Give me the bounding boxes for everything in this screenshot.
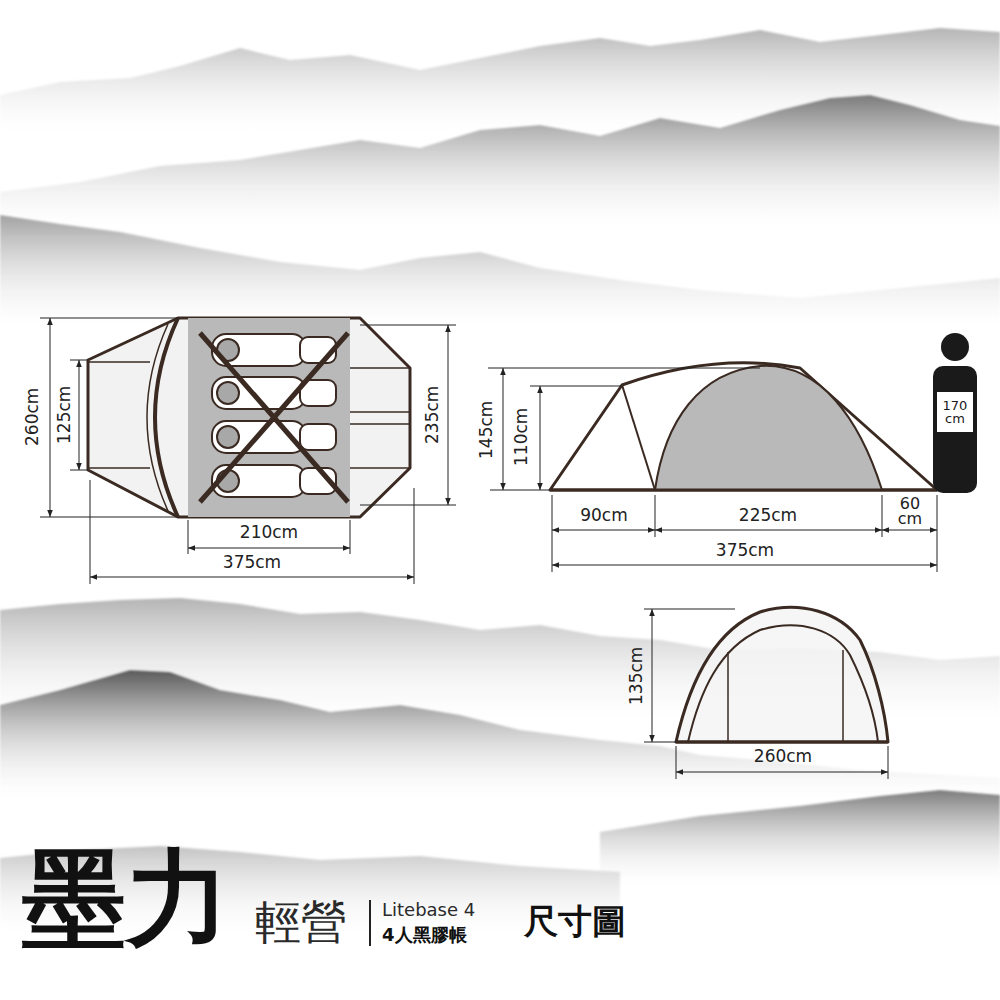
door-line: [350, 467, 410, 469]
dimension-label: 375cm: [716, 541, 774, 561]
mountain-near: [0, 215, 1000, 335]
dimension-label: 225cm: [739, 506, 797, 526]
extension-line: [490, 490, 550, 491]
vestibule-line: [88, 361, 150, 363]
tent-side-view: [550, 363, 937, 490]
extension-line: [488, 368, 760, 369]
front-view-dimensions: [644, 609, 888, 779]
dimension-line: [882, 530, 937, 531]
dimension-line: [655, 530, 882, 531]
extension-line: [937, 495, 938, 572]
dimension-label: 125cm: [55, 386, 75, 444]
person-silhouette: [933, 333, 977, 493]
fly-outline: [550, 363, 937, 490]
cross-pole: [200, 333, 348, 502]
extension-line: [40, 318, 178, 319]
tent-front-view: [676, 607, 888, 742]
dimension-label: 145cm: [477, 401, 497, 459]
extension-line: [530, 386, 622, 387]
tent-top-view: [88, 318, 410, 517]
dimension-line: [503, 368, 504, 490]
side-view-dimensions: [488, 368, 937, 572]
vestibule-line: [88, 467, 150, 469]
dimension-line: [552, 530, 655, 531]
inner-floor: [188, 318, 350, 517]
sleeping-bag-feet: [300, 424, 336, 450]
person-height-label: 170 cm: [938, 399, 972, 425]
brand-name: 輕營: [255, 896, 347, 949]
dimension-line: [552, 565, 937, 566]
brand-separator: [369, 900, 371, 946]
tent-footprint: [88, 318, 410, 517]
dimension-label: 235cm: [423, 386, 443, 444]
ground-line: [676, 741, 888, 744]
person-body: [933, 366, 977, 493]
top-view-dimensions: [40, 318, 456, 584]
vestibule-pole: [622, 385, 655, 490]
person-head: [941, 333, 969, 361]
fly-outline: [676, 607, 888, 742]
sleeper-head: [217, 382, 239, 404]
mountain-background: [0, 28, 1000, 940]
sleeping-bag: [212, 377, 306, 409]
extension-line: [888, 746, 889, 779]
mountain-mid: [0, 95, 1000, 235]
mountain-bottom-right: [600, 790, 1000, 890]
sleeper-head: [217, 426, 239, 448]
dimension-label: 260cm: [23, 388, 43, 446]
extension-line: [350, 520, 351, 554]
product-type: 4人黑膠帳: [382, 925, 467, 946]
dimension-line: [540, 386, 541, 490]
dimension-line: [448, 325, 449, 505]
extension-line: [360, 505, 456, 506]
brow-pole: [147, 324, 168, 511]
product-name: Litebase 4: [382, 900, 475, 921]
brand-logo: 墨力: [22, 838, 230, 958]
dimension-label: 210cm: [240, 523, 298, 543]
dimension-line: [188, 548, 350, 549]
door-line: [350, 411, 410, 413]
door-line: [350, 367, 410, 369]
inner-tent: [655, 366, 882, 490]
height-tag: [937, 392, 973, 432]
extension-line: [414, 488, 415, 584]
dimension-label: 135cm: [627, 647, 647, 705]
extension-line: [90, 480, 91, 584]
extension-line: [552, 495, 553, 572]
dimension-line: [676, 772, 888, 773]
dimension-line: [90, 577, 414, 578]
extension-line: [655, 495, 656, 537]
ground-line: [550, 489, 937, 492]
dimension-label: 110cm: [512, 408, 532, 466]
dimension-label: 260cm: [754, 747, 812, 767]
cross-pole: [200, 333, 348, 502]
dimension-line: [50, 318, 51, 517]
door-line: [350, 423, 410, 425]
dimension-label: 375cm: [223, 553, 281, 573]
door-edge: [727, 652, 729, 742]
dimension-line: [652, 609, 653, 742]
dimension-label: 90cm: [580, 506, 628, 526]
extension-line: [644, 609, 735, 610]
extension-line: [188, 520, 189, 554]
extension-line: [644, 742, 676, 743]
dimension-label: 60 cm: [892, 496, 927, 526]
chart-heading: 尺寸圖: [524, 902, 626, 941]
extension-line: [882, 495, 883, 537]
door-edge: [842, 650, 844, 742]
extension-line: [676, 746, 677, 779]
inner-pole: [688, 625, 878, 742]
extension-line: [40, 517, 178, 518]
dimension-line: [79, 360, 80, 470]
extension-line: [360, 325, 456, 326]
